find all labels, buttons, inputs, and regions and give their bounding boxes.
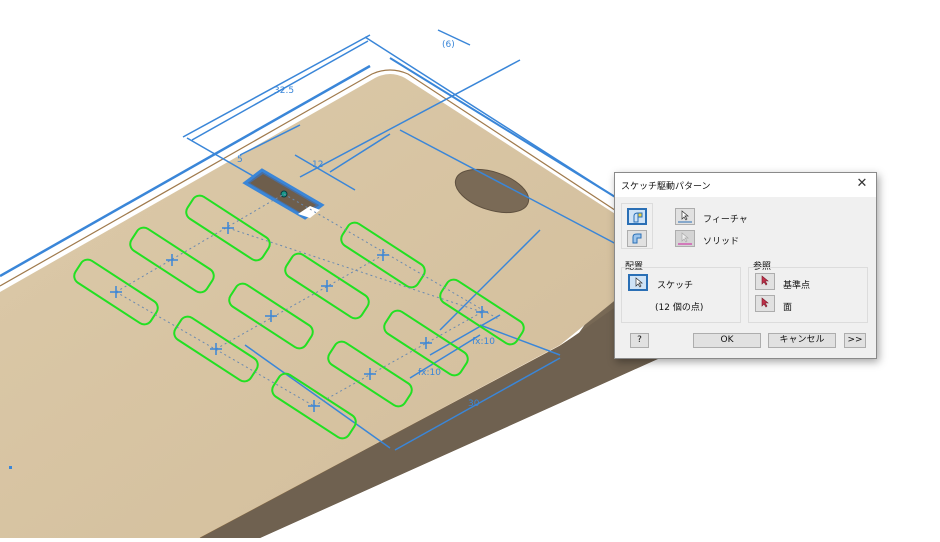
- base-point-select-button[interactable]: [755, 273, 775, 290]
- solid-label: ソリッド: [703, 237, 740, 247]
- solid-select-button[interactable]: [675, 230, 695, 247]
- solid-pattern-button[interactable]: [627, 230, 647, 247]
- sketch-points: [110, 222, 488, 412]
- sketch-select-button[interactable]: [628, 274, 648, 291]
- base-point-label: 基準点: [783, 281, 811, 291]
- svg-text:(6): (6): [442, 40, 455, 50]
- cursor-arrow-icon: [635, 277, 643, 288]
- origin-point: [9, 466, 12, 469]
- feature-pattern-icon: [633, 212, 643, 223]
- svg-text:12: 12: [312, 160, 323, 170]
- help-button[interactable]: ?: [630, 333, 649, 348]
- cursor-arrow-disabled-icon: [678, 232, 692, 245]
- cursor-arrow-red-icon: [761, 297, 769, 308]
- placement-group: [621, 267, 741, 323]
- edge-highlight: [0, 64, 371, 278]
- feature-pattern-button[interactable]: [627, 208, 647, 225]
- point-count-label: (12 個の点): [655, 303, 704, 313]
- sketch-driven-pattern-dialog: スケッチ駆動パターン ✕ フィーチャ ソリッド 配置 スケッチ (12 個の点)…: [614, 172, 877, 359]
- cancel-button[interactable]: キャンセル: [768, 333, 836, 348]
- mode-group: [621, 203, 653, 249]
- construction-lines: [115, 193, 501, 407]
- dialog-titlebar[interactable]: スケッチ駆動パターン ✕: [615, 173, 876, 197]
- source-slot-feature[interactable]: [242, 168, 325, 220]
- cursor-arrow-icon: [678, 210, 692, 223]
- feature-select-button[interactable]: [675, 208, 695, 225]
- ok-button[interactable]: OK: [693, 333, 761, 348]
- feature-label: フィーチャ: [703, 215, 748, 225]
- dimension-labels: 32.5 (6) 12 5 fx:10 fx:10 30: [237, 40, 495, 409]
- hole: [454, 168, 530, 214]
- dimensions: [182, 29, 621, 451]
- sketch-slots: [73, 194, 525, 440]
- cursor-arrow-red-icon: [761, 275, 769, 286]
- more-options-button[interactable]: >>: [844, 333, 866, 348]
- svg-text:32.5: 32.5: [274, 86, 294, 96]
- dialog-title: スケッチ駆動パターン: [621, 182, 711, 192]
- svg-text:fx:10: fx:10: [418, 368, 441, 378]
- sketch-label: スケッチ: [657, 281, 694, 291]
- part-top-face: [0, 69, 700, 539]
- face-label: 面: [783, 303, 793, 313]
- svg-text:fx:10: fx:10: [472, 337, 495, 347]
- face-select-button[interactable]: [755, 295, 775, 312]
- svg-text:30: 30: [468, 399, 480, 409]
- close-icon[interactable]: ✕: [856, 176, 868, 191]
- solid-pattern-icon: [632, 233, 642, 244]
- svg-text:5: 5: [237, 155, 243, 165]
- reference-group: [748, 267, 868, 323]
